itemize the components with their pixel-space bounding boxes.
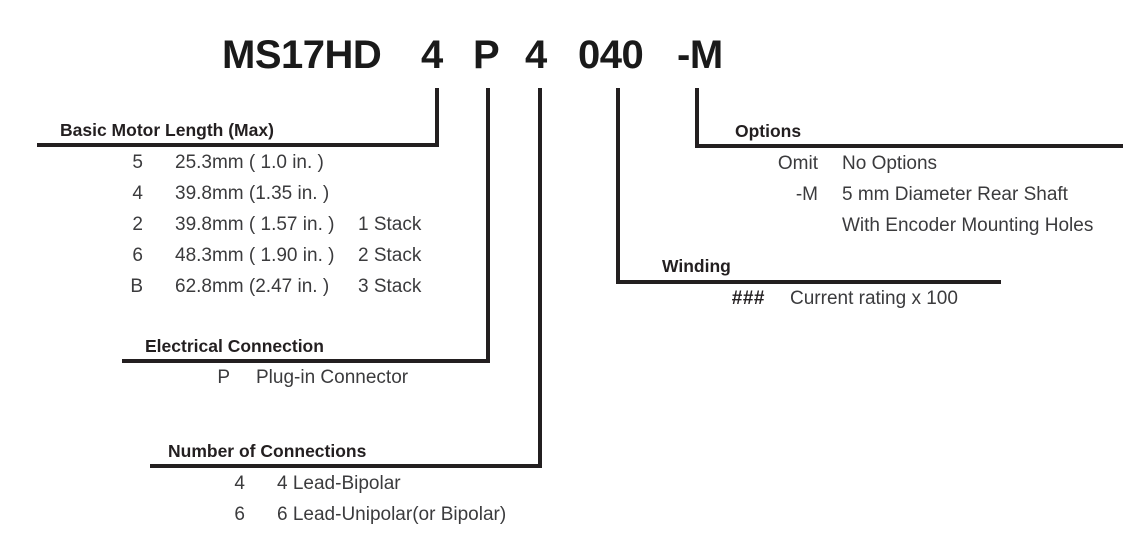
part-number-segment-leads: 4 bbox=[525, 33, 547, 77]
row-code: ### bbox=[731, 288, 765, 309]
row-code: Omit bbox=[777, 153, 818, 174]
row-description: 39.8mm (1.35 in. ) bbox=[175, 183, 330, 204]
row-description: 6 Lead-Unipolar(or Bipolar) bbox=[277, 504, 507, 525]
leader-rule-number-of-connections bbox=[150, 464, 542, 468]
row-description: No Options bbox=[842, 153, 938, 174]
row-description: 25.3mm ( 1.0 in. ) bbox=[175, 152, 324, 173]
block-title-basic-motor-length: Basic Motor Length (Max) bbox=[60, 120, 274, 140]
leader-rule-options bbox=[695, 144, 1123, 148]
leader-rule-winding bbox=[616, 280, 1001, 284]
row-code: 4 bbox=[234, 473, 245, 494]
row-stack: 1 Stack bbox=[358, 214, 422, 235]
part-number-segment-winding: 040 bbox=[578, 33, 644, 77]
row-code: P bbox=[217, 367, 230, 388]
row-stack: 3 Stack bbox=[358, 276, 422, 297]
row-code: -M bbox=[795, 184, 818, 205]
part-number-segment-connection: P bbox=[473, 33, 500, 77]
leader-rule-electrical-connection bbox=[122, 359, 490, 363]
leader-stem-number-of-connections bbox=[538, 88, 542, 468]
block-title-winding: Winding bbox=[662, 256, 731, 276]
row-description: With Encoder Mounting Holes bbox=[842, 215, 1094, 236]
row-description: 4 Lead-Bipolar bbox=[277, 473, 401, 494]
row-description: Plug-in Connector bbox=[256, 367, 409, 388]
part-number-segment-length: 4 bbox=[421, 33, 443, 77]
part-number-segment-base: MS17HD bbox=[222, 33, 382, 77]
row-code: 6 bbox=[234, 504, 245, 525]
row-description: 48.3mm ( 1.90 in. ) bbox=[175, 245, 335, 266]
row-description: 5 mm Diameter Rear Shaft bbox=[842, 184, 1068, 205]
part-number-segment-options: -M bbox=[677, 33, 723, 77]
row-description: 62.8mm (2.47 in. ) bbox=[175, 276, 330, 297]
leader-stem-options bbox=[695, 88, 699, 148]
block-title-options: Options bbox=[735, 121, 802, 141]
leader-stem-winding bbox=[616, 88, 620, 284]
leader-stem-motor-length bbox=[435, 88, 439, 147]
leader-rule-motor-length bbox=[37, 143, 439, 147]
leader-stem-electrical-connection bbox=[486, 88, 490, 363]
row-code: 6 bbox=[132, 245, 143, 266]
row-description: 39.8mm ( 1.57 in. ) bbox=[175, 214, 335, 235]
block-title-number-of-connections: Number of Connections bbox=[168, 441, 367, 461]
block-title-electrical-connection: Electrical Connection bbox=[145, 336, 324, 356]
row-stack: 2 Stack bbox=[358, 245, 422, 266]
row-code: 4 bbox=[132, 183, 143, 204]
row-code: B bbox=[130, 276, 143, 297]
row-code: 5 bbox=[132, 152, 143, 173]
row-description: Current rating x 100 bbox=[790, 288, 958, 309]
row-code: 2 bbox=[132, 214, 143, 235]
